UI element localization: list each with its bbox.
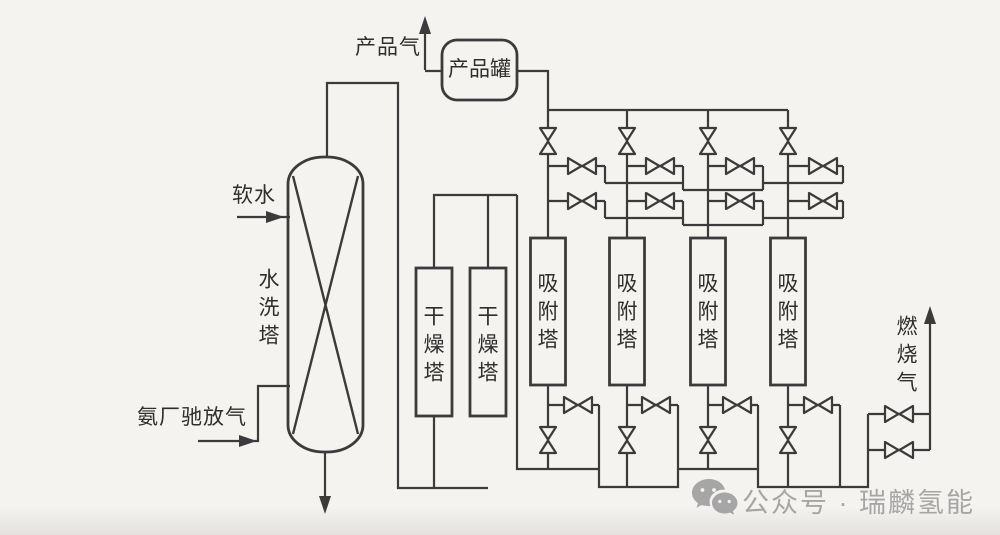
feed-valve-4-icon bbox=[778, 425, 798, 455]
product-valve-4-icon bbox=[778, 126, 798, 156]
product-valve-2-icon bbox=[617, 126, 637, 156]
ammonia-purge-gas-label: 氨厂驰放气 bbox=[137, 405, 247, 429]
waste-water-arrow-icon bbox=[319, 496, 331, 514]
purge-valve-4-icon bbox=[802, 395, 834, 415]
adsorption-tower-4-vessel bbox=[769, 236, 807, 387]
equalization-valve-r1-1-icon bbox=[566, 156, 598, 176]
pipe-network bbox=[198, 26, 932, 500]
equalization-valve-r1-2-icon bbox=[644, 156, 676, 176]
wash-tower-internals-icon bbox=[291, 175, 360, 435]
feed-valve-1-icon bbox=[538, 425, 558, 455]
equalization-valve-r2-4-icon bbox=[807, 191, 839, 211]
water-wash-tower-label: 水洗塔 bbox=[256, 268, 281, 352]
feed-valve-2-icon bbox=[617, 425, 637, 455]
adsorption-tower-3-vessel bbox=[689, 236, 727, 387]
product-gas-piping bbox=[423, 26, 790, 238]
equalization-valve-r2-1-icon bbox=[566, 191, 598, 211]
equalization-valve-r2-3-icon bbox=[724, 191, 756, 211]
purge-valve-2-icon bbox=[640, 395, 672, 415]
purge-valve-1-icon bbox=[562, 395, 594, 415]
product-gas-arrow-icon bbox=[419, 16, 431, 34]
purge-gas-feed-arrow-icon bbox=[239, 435, 257, 447]
purge-valve-3-icon bbox=[721, 395, 753, 415]
equalization-valve-r1-4-icon bbox=[807, 156, 839, 176]
drying-tower-1-label: 干燥塔 bbox=[421, 305, 446, 389]
wash-tower-piping bbox=[198, 215, 327, 500]
drying-tower-1-vessel bbox=[414, 266, 454, 418]
water-wash-tower-vessel bbox=[286, 155, 365, 454]
adsorption-tower-4-label: 吸附塔 bbox=[775, 272, 800, 356]
adsorption-tower-1-label: 吸附塔 bbox=[535, 272, 560, 356]
product-valve-1-icon bbox=[538, 126, 558, 156]
drying-tower-2-label: 干燥塔 bbox=[475, 305, 500, 389]
product-tank-label: 产品罐 bbox=[448, 57, 511, 81]
burner-valve-lower-icon bbox=[883, 440, 915, 460]
adsorption-tower-2-vessel bbox=[608, 236, 646, 387]
adsorption-tower-3-label: 吸附塔 bbox=[695, 272, 720, 356]
wechat-icon bbox=[692, 479, 738, 515]
soft-water-arrow-icon bbox=[266, 211, 284, 223]
drying-tower-2-vessel bbox=[468, 266, 508, 418]
product-gas-label: 产品气 bbox=[355, 35, 421, 59]
burner-valve-upper-icon bbox=[883, 404, 915, 424]
dryer-piping bbox=[325, 81, 517, 490]
watermark-text: 公众号 · 瑞麟氢能 bbox=[742, 488, 975, 518]
equalization-valve-r1-3-icon bbox=[724, 156, 756, 176]
soft-water-label: 软水 bbox=[232, 183, 276, 207]
equalization-valve-r2-2-icon bbox=[644, 191, 676, 211]
combustion-gas-label: 燃烧气 bbox=[894, 315, 919, 399]
adsorption-tower-2-label: 吸附塔 bbox=[614, 272, 639, 356]
feed-valve-3-icon bbox=[698, 425, 718, 455]
combustion-gas-arrow-icon bbox=[924, 306, 936, 324]
product-valve-3-icon bbox=[698, 126, 718, 156]
adsorption-tower-1-vessel bbox=[529, 236, 567, 387]
product-tank-vessel bbox=[440, 38, 519, 102]
